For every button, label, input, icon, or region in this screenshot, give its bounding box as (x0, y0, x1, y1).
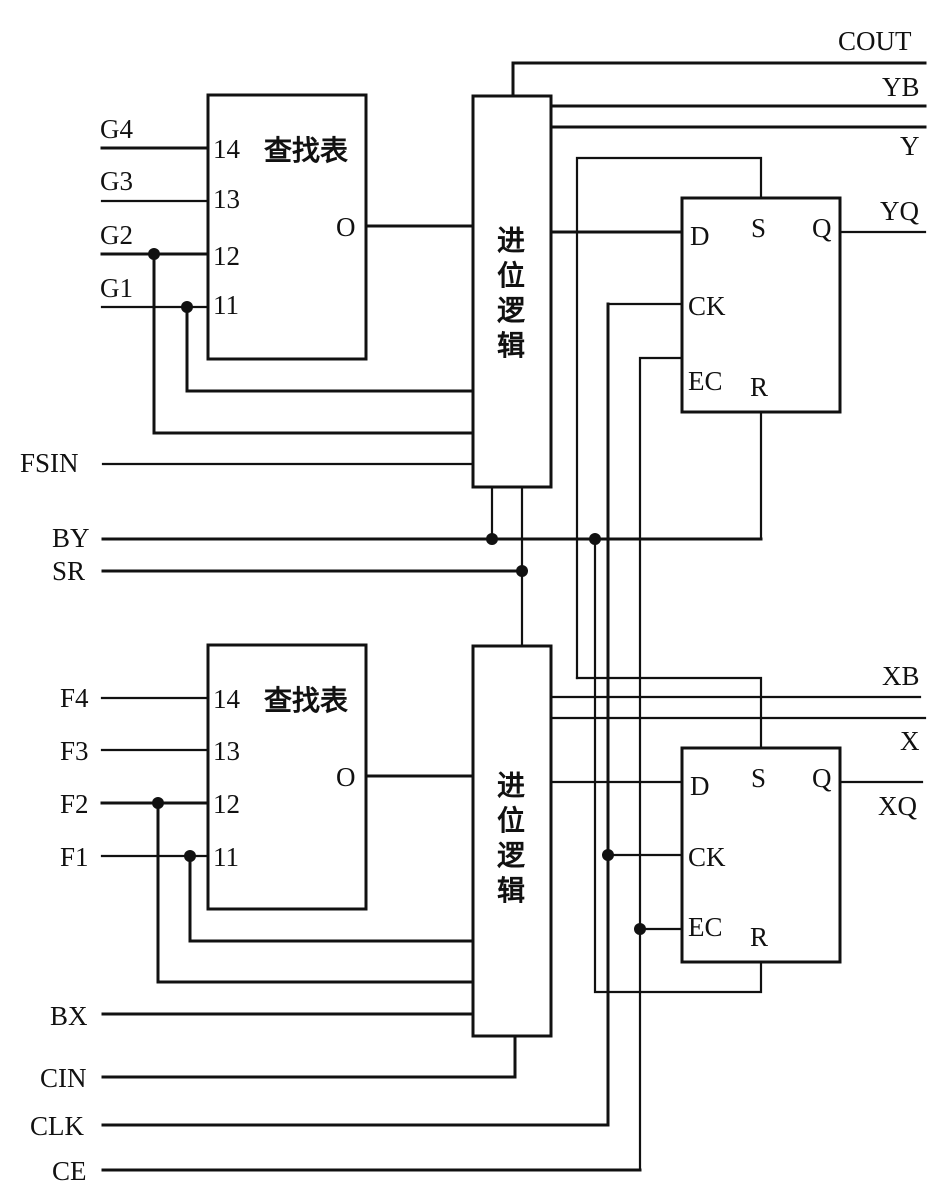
input-label-bx: BX (50, 1001, 88, 1031)
wire-f1-to-carry (188, 854, 475, 943)
input-label-g4: G4 (100, 114, 133, 144)
input-label-sr: SR (52, 556, 85, 586)
output-label-yq: YQ (880, 196, 919, 226)
lower-ff-pin-r: R (750, 922, 768, 952)
input-label-clk: CLK (30, 1111, 85, 1141)
lower-ff-pin-s: S (751, 763, 766, 793)
output-label-yb: YB (882, 72, 920, 102)
wire-clk (101, 302, 610, 1127)
input-label-by: BY (52, 523, 90, 553)
upper-ff-pin-ck: CK (688, 291, 726, 321)
upper-lut-output-pin: O (336, 212, 356, 242)
upper-carry-char-3: 逻 (497, 294, 526, 327)
lower-lut-pin-12: 12 (213, 789, 240, 819)
upper-carry-char-2: 位 (497, 259, 525, 292)
input-label-g3: G3 (100, 166, 133, 196)
input-label-f4: F4 (60, 683, 89, 713)
upper-lut-block (206, 93, 368, 361)
lower-lut-pin-11: 11 (213, 842, 239, 872)
input-label-g1: G1 (100, 273, 133, 303)
junction-by-carry (486, 533, 498, 545)
lower-ff-pin-d: D (690, 771, 710, 801)
bottom-inputs: BX CIN CLK CE (30, 302, 642, 1186)
output-label-y: Y (900, 131, 920, 161)
upper-ff-pin-q: Q (812, 213, 832, 243)
input-label-cin: CIN (40, 1063, 87, 1093)
lower-carry-logic-block (471, 644, 553, 1038)
lower-ff-pin-ec: EC (688, 912, 723, 942)
output-label-x: X (900, 726, 920, 756)
wire-upper-ec (638, 356, 684, 1172)
upper-lut-pin-14: 14 (213, 134, 241, 164)
output-label-xq: XQ (878, 791, 917, 821)
lower-carry-char-4: 辑 (497, 874, 525, 907)
wire-g1-to-carry (185, 305, 475, 393)
upper-slice: 查找表 14 13 12 11 O G4 G3 G2 G1 进 位 逻 辑 CO… (100, 26, 927, 1172)
junction-sr (516, 565, 528, 577)
input-label-f3: F3 (60, 736, 89, 766)
lower-carry-char-2: 位 (497, 804, 525, 837)
upper-ff-pin-ec: EC (688, 366, 723, 396)
lower-ff-pin-ck: CK (688, 842, 726, 872)
lower-ff-pin-q: Q (812, 763, 832, 793)
lower-lut-pin-14: 14 (213, 684, 241, 714)
upper-lut-pin-11: 11 (213, 290, 239, 320)
wire-lower-s (575, 676, 763, 750)
input-label-ce: CE (52, 1156, 87, 1186)
wire-g2-to-carry (152, 252, 475, 435)
upper-carry-char-1: 进 (497, 224, 525, 257)
input-label-f1: F1 (60, 842, 89, 872)
input-label-f2: F2 (60, 789, 89, 819)
wire-f2-to-carry (156, 801, 475, 984)
output-label-xb: XB (882, 661, 920, 691)
wire-upper-s (575, 156, 763, 680)
lower-lut-output-pin: O (336, 762, 356, 792)
lower-carry-char-3: 逻 (497, 839, 526, 872)
input-label-g2: G2 (100, 220, 133, 250)
upper-carry-logic-block (471, 94, 553, 489)
upper-carry-char-4: 辑 (497, 329, 525, 362)
output-label-cout: COUT (838, 26, 912, 56)
lower-lut-block (206, 643, 368, 911)
wire-cout (511, 61, 927, 98)
wire-by-to-lower-r (593, 537, 763, 994)
shared-inputs: FSIN BY SR (20, 448, 763, 994)
wire-cin (101, 1034, 517, 1079)
upper-ff-pin-r: R (750, 372, 768, 402)
upper-ff-pin-d: D (690, 221, 710, 251)
lower-carry-char-1: 进 (497, 769, 525, 802)
upper-lut-pin-13: 13 (213, 184, 240, 214)
upper-lut-pin-12: 12 (213, 241, 240, 271)
junction-lower-ec (634, 923, 646, 935)
input-label-fsin: FSIN (20, 448, 79, 478)
lower-lut-pin-13: 13 (213, 736, 240, 766)
lower-slice: 查找表 14 13 12 11 O F4 F3 F2 F1 进 位 逻 辑 XB… (60, 643, 927, 1038)
upper-ff-pin-s: S (751, 213, 766, 243)
lower-lut-label: 查找表 (264, 684, 348, 717)
upper-lut-label: 查找表 (264, 134, 348, 167)
